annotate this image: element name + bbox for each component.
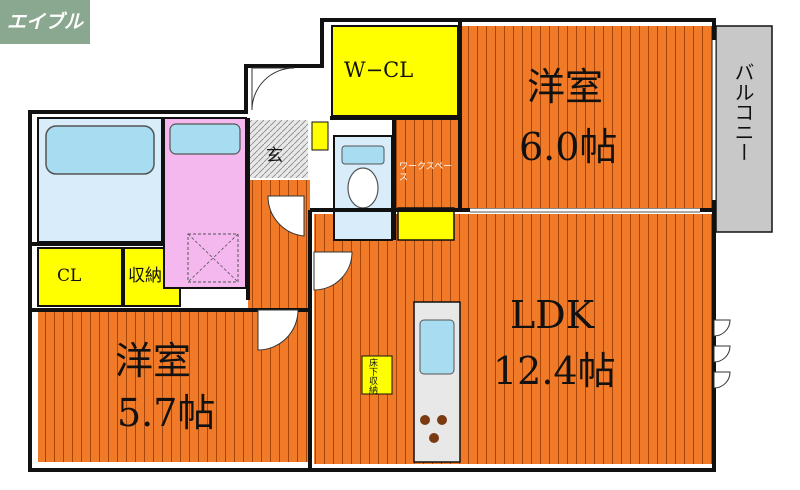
stove-burner — [437, 415, 447, 425]
bathtub — [45, 125, 155, 175]
workspace-label: ワークスペース — [399, 162, 453, 183]
ldk-floor — [314, 214, 714, 464]
storage-label: 収納 — [128, 266, 162, 286]
cl-closet — [37, 247, 123, 307]
entrance-floor — [250, 120, 308, 178]
room-label-ldk: LDK — [510, 293, 595, 337]
room-label-western-left: 洋室 — [115, 339, 192, 383]
kitchen-sink — [419, 319, 455, 375]
balcony-label: バルコニー — [731, 62, 755, 162]
room-size-western-right: 6.0帖 — [519, 125, 618, 169]
western-room-right-floor — [462, 26, 712, 210]
wash-basin — [169, 123, 241, 155]
stove-burner — [429, 433, 439, 443]
workspace-floor — [396, 120, 462, 210]
washing-machine-pan — [187, 233, 239, 283]
balcony — [715, 25, 773, 233]
room-label-western-right: 洋室 — [527, 65, 604, 109]
underfloor-storage — [361, 355, 393, 395]
room-size-ldk: 12.4帖 — [493, 349, 616, 393]
underfloor-storage-label: 床下収納 — [367, 358, 377, 394]
shoe-cabinet — [311, 121, 329, 151]
stove-burner — [420, 415, 430, 425]
wcl-label: W−CL — [344, 58, 414, 82]
cl-label: CL — [57, 266, 82, 286]
entrance-label: 玄 — [266, 146, 283, 166]
room-size-western-left: 5.7帖 — [117, 391, 216, 435]
able-logo: エイブル — [0, 0, 90, 44]
workspace-desk — [397, 207, 455, 241]
toilet-bowl — [347, 167, 379, 209]
door-swings — [251, 67, 731, 389]
